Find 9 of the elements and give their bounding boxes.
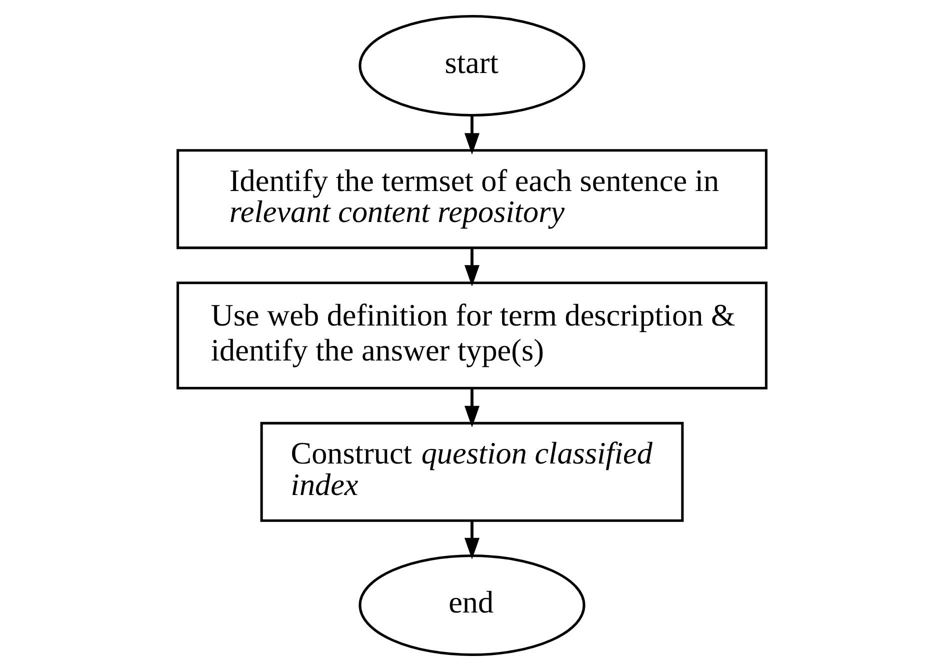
arrow [464, 388, 480, 428]
node-ellipse: end [358, 554, 585, 656]
node-box: Use web definition for term description & identify the answer type(s) [176, 282, 767, 390]
arrow [464, 116, 480, 155]
node-box: Identify the termset of each sentence in relevant content repository [176, 149, 767, 250]
arrow [464, 248, 480, 287]
arrow [464, 521, 480, 560]
node-ellipse: start [358, 14, 585, 116]
node-box: Construct question classified index [260, 422, 684, 522]
